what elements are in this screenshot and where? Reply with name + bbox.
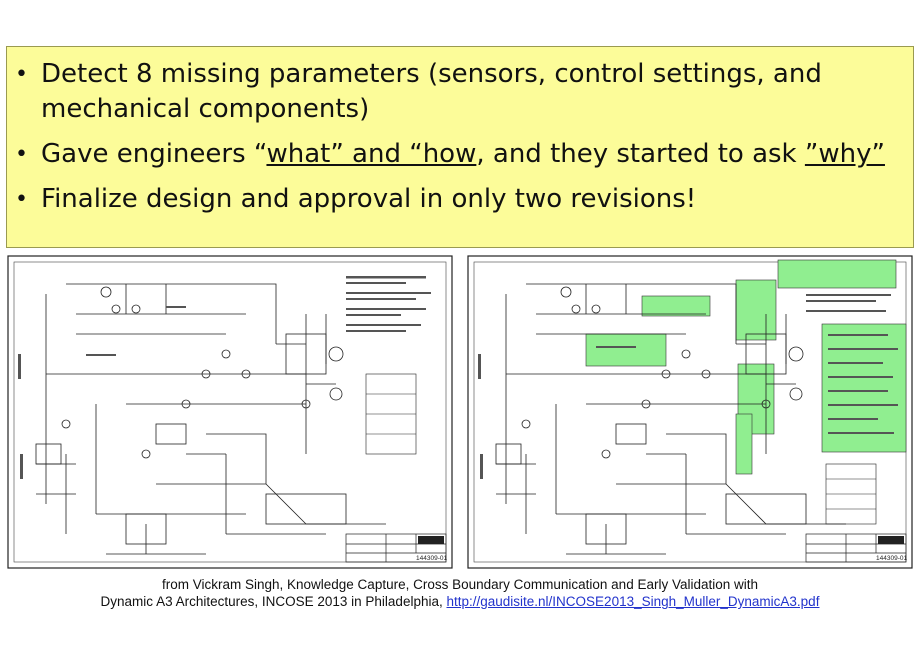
missing-parameter-highlight	[585, 259, 907, 475]
bullet-item-1: • Detect 8 missing parameters (sensors, c…	[7, 57, 913, 127]
caption-line-2-text: Dynamic A3 Architectures, INCOSE 2013 in…	[100, 594, 447, 609]
bullet-text: Detect 8 missing parameters (sensors, co…	[41, 59, 822, 124]
bullet-callout-box: • Detect 8 missing parameters (sensors, c…	[6, 46, 914, 248]
bullet-dot-icon: •	[15, 142, 28, 167]
bullet-text-mid: , and they started to ask	[476, 139, 805, 169]
source-pdf-link[interactable]: http://gaudisite.nl/INCOSE2013_Singh_Mul…	[446, 594, 820, 609]
schematic-drawing-original: 144309-01	[6, 254, 454, 570]
bullet-text: Finalize design and approval in only two…	[41, 184, 697, 214]
bullet-underlined-why: ”why”	[804, 139, 885, 169]
caption-line-2: Dynamic A3 Architectures, INCOSE 2013 in…	[0, 593, 920, 610]
bullet-item-3: • Finalize design and approval in only tw…	[7, 182, 913, 217]
schematic-svg: 144309-01	[467, 255, 913, 569]
bullet-text-pre: Gave engineers “	[41, 139, 267, 169]
drawing-doc-number: 144309-01	[416, 555, 447, 562]
bullet-underlined-what-how: what” and “how	[266, 139, 477, 169]
bullet-dot-icon: •	[15, 187, 28, 212]
caption-line-1: from Vickram Singh, Knowledge Capture, C…	[161, 577, 759, 592]
bullet-item-2: • Gave engineers “what” and “how, and the…	[7, 137, 913, 172]
schematic-svg: 144309-01	[7, 255, 453, 569]
schematic-drawing-annotated: 144309-01	[466, 254, 914, 570]
drawing-doc-number: 144309-01	[876, 555, 907, 562]
bullet-list: • Detect 8 missing parameters (sensors, c…	[7, 47, 913, 217]
bullet-dot-icon: •	[15, 62, 28, 87]
source-caption: from Vickram Singh, Knowledge Capture, C…	[0, 576, 920, 610]
